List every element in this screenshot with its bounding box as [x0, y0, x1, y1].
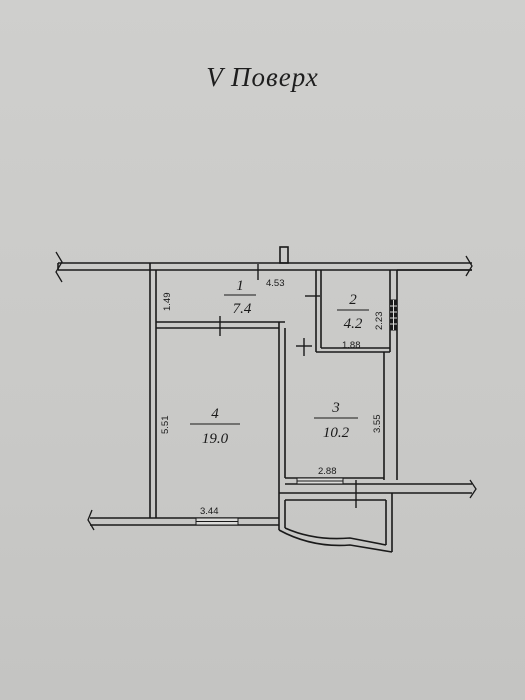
- dim-bath-width: 1.88: [342, 340, 361, 351]
- room-2-label: 2 4.2: [337, 292, 369, 332]
- room-1-label: 1 7.4: [224, 278, 256, 317]
- windows: [195, 299, 398, 526]
- dim-kitchen-depth: 3.55: [372, 415, 383, 434]
- svg-text:3: 3: [331, 400, 340, 416]
- door-markers: [219, 264, 357, 508]
- wall-break-markers: [55, 251, 477, 531]
- room-4-label: 4 19.0: [190, 406, 240, 447]
- dim-living-depth: 5.51: [160, 416, 171, 435]
- svg-text:4: 4: [211, 406, 219, 422]
- dim-corridor-width: 4.53: [266, 278, 285, 289]
- svg-text:19.0: 19.0: [202, 431, 229, 447]
- dim-bath-depth: 2.23: [374, 312, 385, 331]
- svg-text:10.2: 10.2: [323, 425, 350, 441]
- svg-text:7.4: 7.4: [233, 301, 252, 317]
- page-title: V Поверх: [206, 62, 319, 92]
- dim-living-width: 3.44: [200, 506, 219, 517]
- svg-text:1: 1: [236, 278, 244, 294]
- dim-kitchen-width: 2.88: [318, 466, 337, 477]
- dim-corridor-depth: 1.49: [162, 293, 173, 312]
- room-3-label: 3 10.2: [314, 400, 358, 441]
- svg-text:4.2: 4.2: [344, 316, 363, 332]
- walls: [57, 246, 472, 553]
- svg-text:2: 2: [349, 292, 357, 308]
